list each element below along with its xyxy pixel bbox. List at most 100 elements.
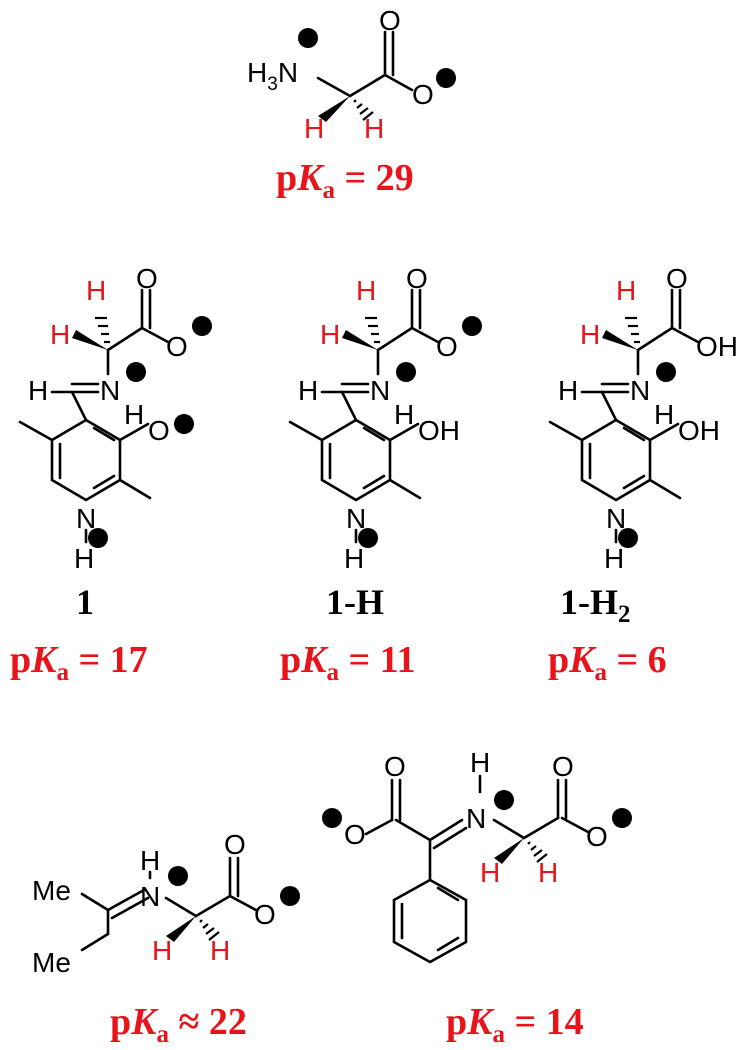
- alpha-h-left: H: [320, 319, 340, 350]
- bond: [288, 420, 324, 442]
- pyridine-ring: [50, 418, 122, 502]
- iminium-plus-charge: [494, 790, 514, 810]
- bond: [362, 474, 386, 490]
- bond: [436, 936, 460, 952]
- compound-label: 1-H2: [560, 582, 631, 628]
- iminium-h: H: [140, 845, 160, 876]
- carboxylate-o: O: [166, 331, 188, 362]
- carboxylate-minus-charge: [462, 316, 482, 336]
- iminium-h: H: [394, 399, 414, 430]
- carbonyl-o: O: [136, 263, 158, 294]
- glycine-zwitterion: H3N O O H H pKa = 29: [247, 5, 456, 204]
- bond: [70, 390, 88, 422]
- compound-1: H H O O N H H O N: [10, 263, 212, 686]
- hashed-bond: [199, 919, 220, 941]
- iminium-h: H: [470, 747, 490, 778]
- alpha-h-top: H: [616, 275, 636, 306]
- wedge-bond: [602, 330, 638, 350]
- acetone-imine-glycinate: Me Me H N O O H H pKa ≈ 22: [32, 829, 300, 1048]
- hashed-bond: [95, 316, 110, 344]
- bond: [560, 816, 590, 834]
- bond: [410, 326, 440, 344]
- alpha-h-right: H: [538, 857, 558, 888]
- left-carboxylate-o: O: [344, 819, 366, 850]
- right-carboxylate-minus-charge: [612, 808, 632, 828]
- imine-n: N: [630, 375, 650, 406]
- bond: [118, 478, 152, 500]
- pyridinium-n: N: [76, 503, 96, 534]
- glycine-alpha-h-right: H: [364, 113, 384, 144]
- bond: [428, 818, 464, 842]
- carbonyl-o: O: [224, 829, 246, 860]
- hashed-bond: [625, 316, 640, 344]
- bond: [548, 420, 584, 442]
- bond: [164, 896, 198, 918]
- carboxylate-o: O: [436, 331, 458, 362]
- bond: [140, 326, 170, 344]
- iminium-n: N: [466, 803, 486, 834]
- iminium-h: H: [654, 399, 674, 430]
- bond: [118, 422, 150, 442]
- pyridinium-h: H: [344, 543, 364, 574]
- compound-1h-pka: pKa = 11: [280, 639, 416, 686]
- compound-1-h: H H O O N H H OH N H: [280, 263, 482, 686]
- phenylglyoxylate-imine-pka: pKa = 14: [446, 1001, 584, 1048]
- compound-1h2-pka: pKa = 6: [548, 639, 667, 686]
- bond: [648, 478, 682, 500]
- bond: [228, 894, 258, 912]
- phenylglyoxylate-imine-glycinate: O O H N O O H H pKa = 14: [322, 747, 632, 1048]
- iminium-h: H: [124, 399, 144, 430]
- iminium-plus-charge: [656, 362, 676, 382]
- glycine-carboxylate-o: O: [412, 79, 434, 110]
- carbonyl-o: O: [666, 263, 688, 294]
- bond: [436, 886, 460, 902]
- carboxylic-oh: OH: [696, 331, 738, 362]
- bond: [18, 420, 54, 442]
- iminium-plus-charge: [126, 362, 146, 382]
- pyridinium-n: N: [606, 503, 626, 534]
- methyl-top: Me: [32, 875, 71, 906]
- right-carboxylate-o: O: [586, 821, 608, 852]
- bond: [670, 326, 700, 344]
- bond: [648, 422, 680, 442]
- imine-n: N: [100, 375, 120, 406]
- pyridinium-h: H: [604, 543, 624, 574]
- bond: [622, 426, 646, 442]
- wedge-bond: [318, 96, 350, 122]
- imine-n: N: [370, 375, 390, 406]
- compound-label: 1-H: [326, 582, 384, 622]
- alpha-h-left: H: [50, 319, 70, 350]
- wedge-bond: [72, 330, 108, 350]
- bond: [376, 326, 414, 352]
- wedge-bond: [342, 330, 378, 350]
- alpha-h-left: H: [480, 857, 500, 888]
- hashed-bond: [365, 316, 380, 344]
- bond: [600, 390, 618, 422]
- bond: [194, 894, 232, 918]
- wedge-bond: [494, 838, 524, 864]
- pyridine-ring: [320, 418, 392, 502]
- bond: [80, 892, 110, 912]
- bond: [522, 816, 560, 840]
- bond: [622, 474, 646, 490]
- phenolate-o: O: [148, 415, 170, 446]
- glycine-pka: pKa = 29: [276, 157, 414, 204]
- alpha-h-top: H: [86, 275, 106, 306]
- ammonium-plus-charge: [298, 28, 318, 48]
- methyl-bottom: Me: [32, 947, 71, 978]
- carbonyl-o: O: [406, 263, 428, 294]
- bond: [362, 426, 386, 442]
- pyridinium-n: N: [346, 503, 366, 534]
- bond: [492, 818, 526, 840]
- left-carbonyl-o: O: [384, 751, 406, 782]
- bond: [388, 422, 420, 442]
- glycine-alpha-h-left: H: [304, 113, 324, 144]
- alpha-h-right: H: [210, 935, 230, 966]
- bond: [348, 73, 387, 98]
- bond: [432, 826, 468, 850]
- phenyl-ring: [392, 878, 468, 964]
- bond: [92, 474, 116, 490]
- bond: [636, 326, 674, 352]
- carboxylate-minus-charge: [192, 316, 212, 336]
- carboxylate-minus-charge: [436, 68, 456, 88]
